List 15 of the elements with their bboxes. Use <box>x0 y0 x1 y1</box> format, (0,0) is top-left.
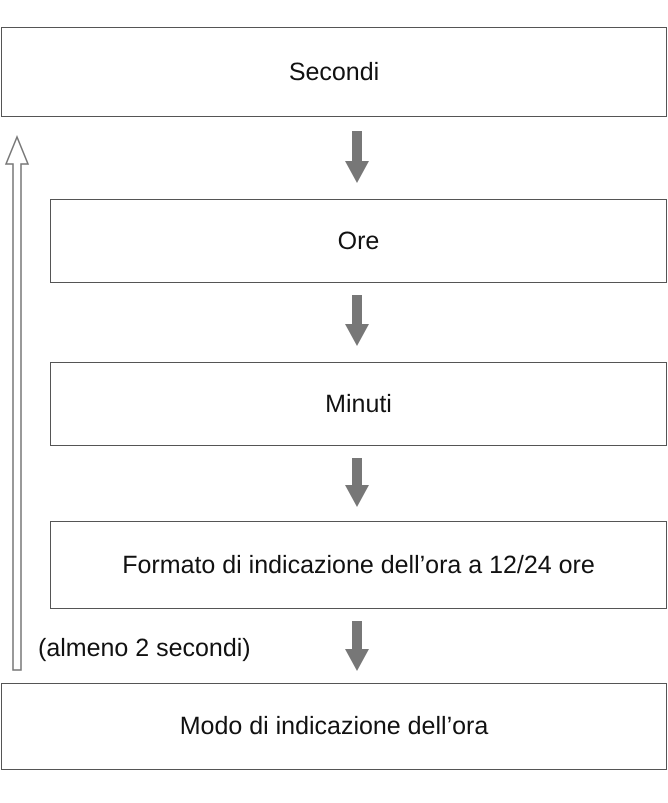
arrow <box>345 458 369 507</box>
step-box <box>1 683 667 770</box>
step-label: Formato di indicazione dell’ora a 12/24 ore <box>121 550 596 580</box>
arrow <box>345 295 369 346</box>
step-box <box>50 199 667 283</box>
step-label: Minuti <box>324 390 393 418</box>
arrow <box>345 621 369 671</box>
step-box <box>50 521 667 609</box>
step-box <box>1 27 667 117</box>
step-label: Ore <box>336 226 380 256</box>
step-box <box>50 362 667 446</box>
step-label: Secondi <box>288 58 380 86</box>
arrow <box>345 131 369 183</box>
step-label: Modo di indicazione dell’ora <box>178 712 490 741</box>
arrow <box>4 135 30 671</box>
